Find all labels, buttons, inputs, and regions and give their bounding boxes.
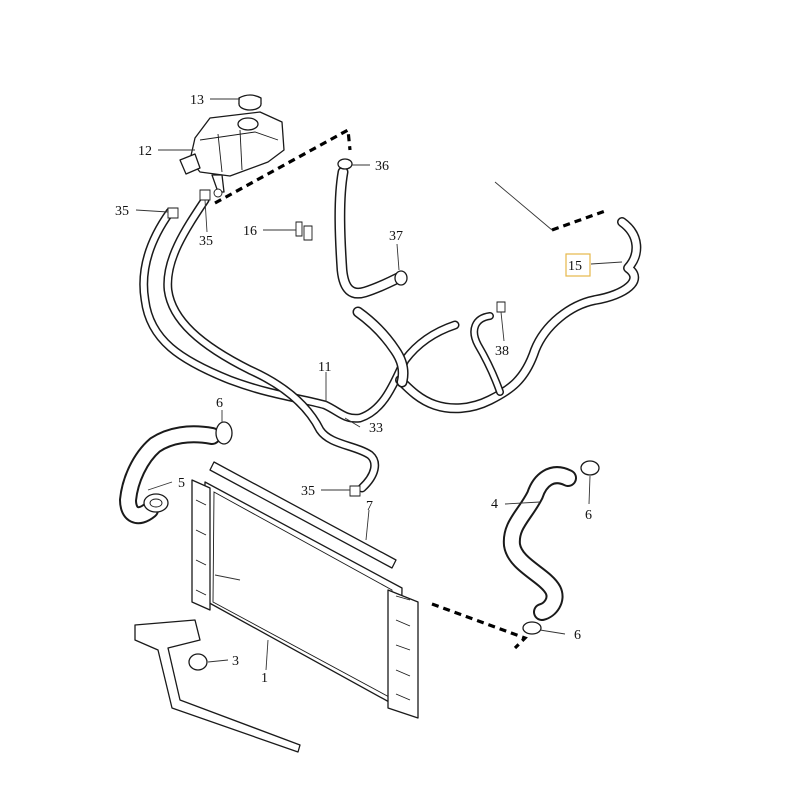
hose-38	[470, 312, 504, 396]
clamp-35-mid	[349, 485, 361, 497]
callout-3: 3	[232, 654, 239, 669]
leader-lines	[135, 98, 623, 671]
hose-5	[119, 425, 221, 525]
seal-strip-7	[209, 461, 397, 569]
callout-11: 11	[318, 360, 331, 375]
callout-12: 12	[138, 144, 152, 159]
callout-5: 5	[178, 476, 185, 491]
callout-4: 4	[491, 497, 498, 512]
callout-6-right: 6	[585, 508, 592, 523]
support-bracket	[134, 619, 301, 753]
connection-dashes	[214, 127, 609, 650]
callout-36: 36	[375, 159, 389, 174]
clamp-6-right	[580, 460, 600, 476]
callout-35-left: 35	[115, 204, 129, 219]
clip-16	[295, 221, 313, 241]
callout-35-upper: 35	[199, 234, 213, 249]
clip-38	[496, 301, 506, 313]
clamp-6-upper	[215, 421, 233, 445]
callout-38: 38	[495, 344, 509, 359]
callout-labels: 13 12 35 35 16 36 37 15 38 11 33 6 5 35 …	[115, 93, 592, 686]
callout-15-highlight	[565, 253, 591, 277]
hose-37	[334, 166, 409, 388]
clamp-6-lower	[522, 621, 542, 635]
radiator-1	[191, 479, 419, 719]
callout-37: 37	[389, 229, 403, 244]
hose-15	[395, 217, 642, 414]
callout-33: 33	[369, 421, 383, 436]
callout-1: 1	[261, 671, 268, 686]
clamp-35-upper	[199, 189, 211, 201]
clamp-37	[394, 270, 408, 286]
expansion-tank-12	[179, 111, 285, 198]
callout-6-upper: 6	[216, 396, 223, 411]
hose-group	[119, 166, 642, 621]
clamp-35-left	[167, 207, 179, 219]
callout-35-mid: 35	[301, 484, 315, 499]
hose-4	[502, 466, 577, 621]
callout-13: 13	[190, 93, 204, 108]
callout-16: 16	[243, 224, 257, 239]
callout-7: 7	[366, 499, 373, 514]
callout-15: 15	[568, 259, 582, 274]
clamp-36	[337, 158, 353, 170]
hose-11	[139, 195, 460, 493]
expansion-cap-13	[238, 94, 262, 111]
seal-5-end	[143, 493, 169, 513]
callout-6-lower: 6	[574, 628, 581, 643]
